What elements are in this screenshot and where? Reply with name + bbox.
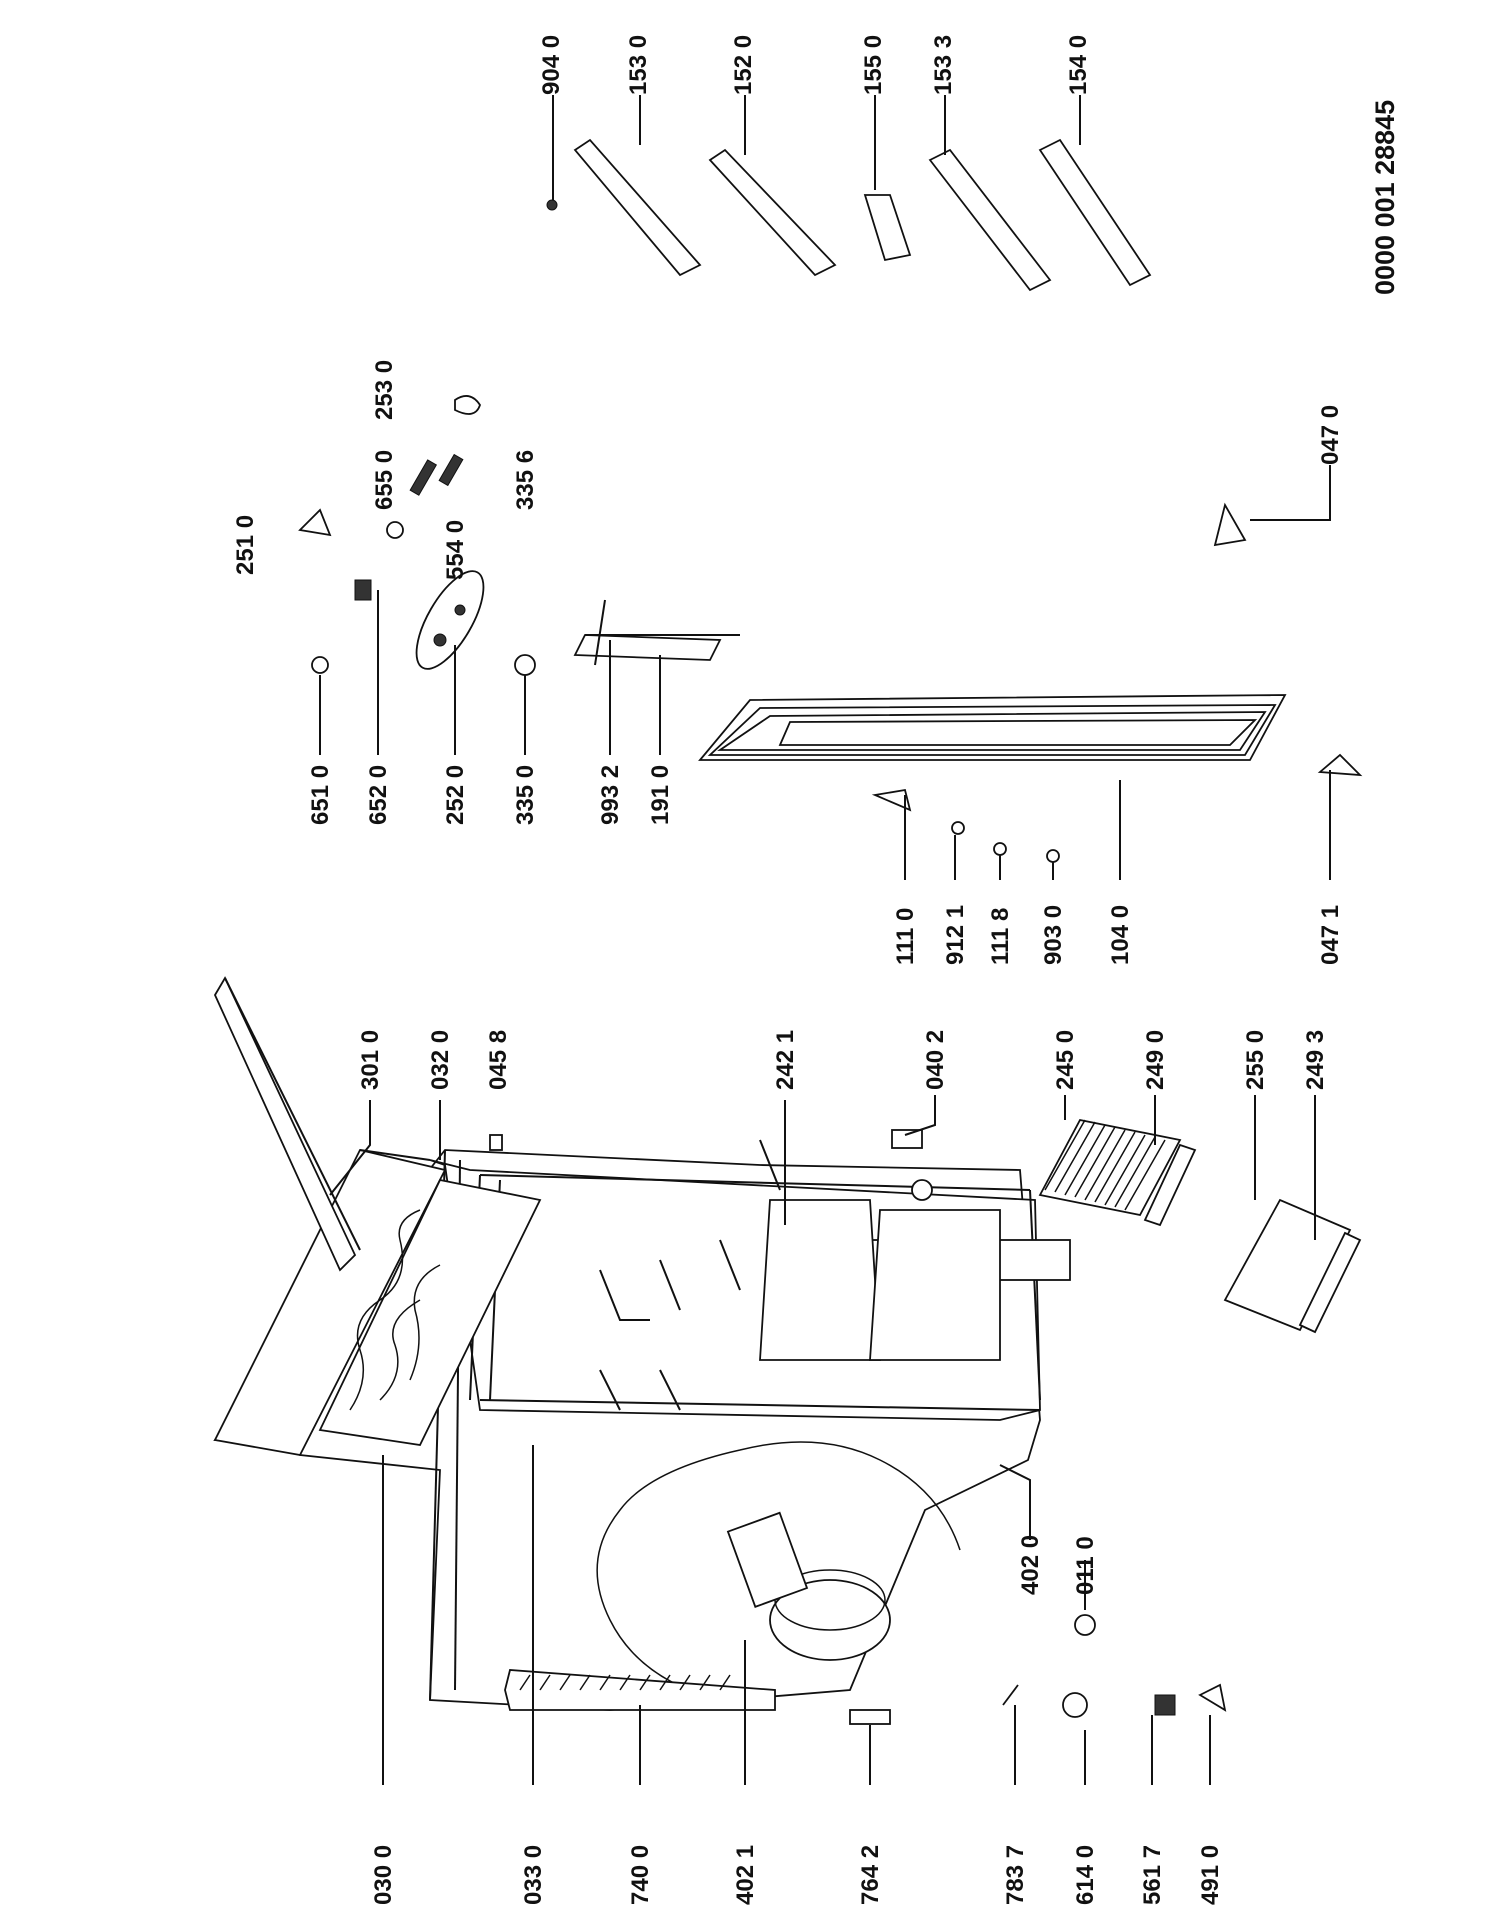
part-label-561-7: 561 7	[1139, 1844, 1166, 1905]
condenser	[504, 1669, 776, 1711]
part-label-040-2: 040 2	[922, 1029, 949, 1090]
door-gasket	[573, 634, 740, 661]
part-label-614-0: 614 0	[1072, 1844, 1099, 1905]
shelf-trim	[1143, 1143, 1197, 1227]
part-label-111-8: 111 8	[987, 907, 1014, 965]
part-label-191-0: 191 0	[647, 764, 674, 825]
part-label-764-2: 764 2	[857, 1844, 884, 1905]
part-label-252-0: 252 0	[442, 764, 469, 825]
door-bins	[573, 138, 1152, 292]
part-label-047-1: 047 1	[1317, 904, 1344, 965]
part-label-301-0: 301 0	[357, 1029, 384, 1090]
part-label-402-0: 402 0	[1017, 1534, 1044, 1595]
part-label-033-0: 033 0	[520, 1844, 547, 1905]
part-label-011-0: 011 0	[1072, 1536, 1099, 1595]
part-label-903-0: 903 0	[1040, 904, 1067, 965]
part-label-554-0: 554 0	[442, 519, 469, 580]
part-label-154-0: 154 0	[1065, 34, 1092, 95]
leader-lines	[319, 95, 1331, 1785]
part-label-104-0: 104 0	[1107, 904, 1134, 965]
part-label-249-0: 249 0	[1142, 1029, 1169, 1090]
part-label-993-2: 993 2	[597, 764, 624, 825]
part-label-335-0: 335 0	[512, 764, 539, 825]
part-label-047-0: 047 0	[1317, 404, 1344, 465]
part-label-402-1: 402 1	[732, 1844, 759, 1905]
part-label-912-1: 912 1	[942, 904, 969, 965]
small-parts	[298, 199, 1363, 1725]
part-label-032-0: 032 0	[427, 1029, 454, 1090]
wire-shelf	[1038, 1118, 1182, 1217]
part-label-740-0: 740 0	[627, 1844, 654, 1905]
document-number: 0000 001 28845	[1370, 99, 1400, 295]
part-label-153-0: 153 0	[625, 34, 652, 95]
part-label-783-7: 783 7	[1002, 1844, 1029, 1905]
part-label-242-1: 242 1	[772, 1029, 799, 1090]
part-label-245-0: 245 0	[1052, 1029, 1079, 1090]
part-label-904-0: 904 0	[538, 34, 565, 95]
part-label-255-0: 255 0	[1242, 1029, 1269, 1090]
thermostat-housing	[415, 570, 485, 670]
part-label-155-0: 155 0	[860, 34, 887, 95]
part-label-251-0: 251 0	[232, 514, 259, 575]
part-label-491-0: 491 0	[1197, 1844, 1224, 1905]
part-label-253-0: 253 0	[371, 359, 398, 420]
part-label-335-6: 335 6	[512, 449, 539, 510]
part-label-030-0: 030 0	[370, 1844, 397, 1905]
part-label-652-0: 652 0	[365, 764, 392, 825]
part-label-045-8: 045 8	[485, 1029, 512, 1090]
part-label-152-0: 152 0	[730, 34, 757, 95]
part-label-111-0: 111 0	[892, 907, 919, 965]
door	[698, 694, 1287, 761]
part-label-651-0: 651 0	[307, 764, 334, 825]
cabinet-body	[213, 1139, 1071, 1711]
part-label-655-0: 655 0	[371, 449, 398, 510]
top-cover	[213, 976, 361, 1272]
part-label-153-3: 153 3	[930, 34, 957, 95]
glass-shelf	[1223, 1198, 1362, 1334]
part-label-249-3: 249 3	[1302, 1029, 1329, 1090]
